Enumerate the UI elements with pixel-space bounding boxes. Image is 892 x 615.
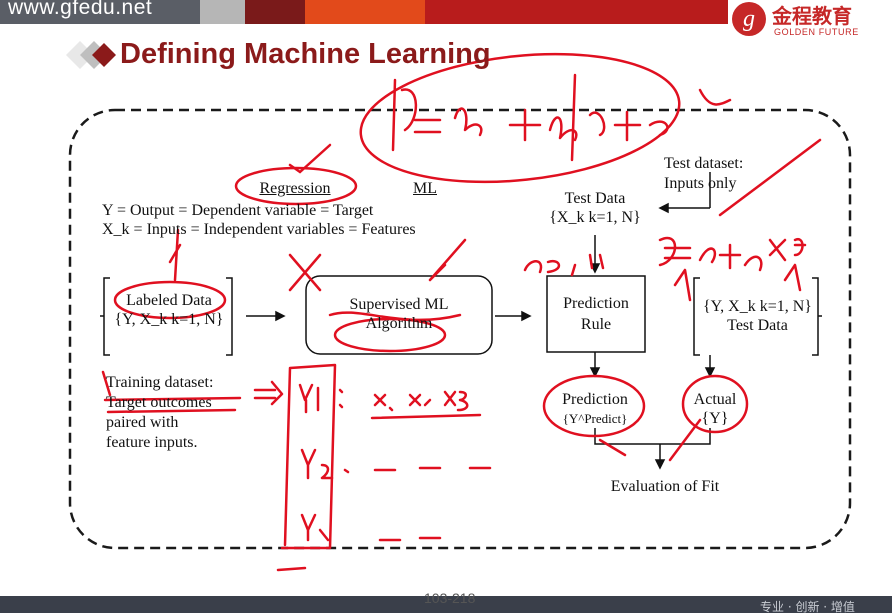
handwritten-annotations [101, 52, 822, 572]
prediction-rule-line1: Prediction [563, 295, 629, 312]
x-definition: X_k = Inputs = Independent variables = F… [102, 221, 416, 238]
banner-segment [0, 0, 200, 24]
y-definition: Y = Output = Dependent variable = Target [102, 202, 374, 219]
site-url: www.gfedu.net [8, 0, 153, 19]
footer-slogan: 专业 · 创新 · 增值 [760, 600, 855, 614]
right-test-data-label: Test Data [727, 317, 788, 334]
right-data-set: {Y, X_k k=1, N} [703, 298, 812, 315]
training-line2: Target outcomes [106, 394, 212, 411]
algorithm-box [305, 275, 493, 355]
banner-segment [200, 0, 245, 24]
logo-icon: g [732, 2, 766, 36]
prediction-rule-box [546, 275, 646, 353]
labeled-data-label: Labeled Data [126, 292, 212, 309]
prediction-set: {Y^Predict} [562, 411, 628, 426]
banner-segment [425, 0, 728, 24]
evaluation-label: Evaluation of Fit [610, 478, 720, 495]
banner-segment [245, 0, 305, 24]
test-data-label: Test Data [564, 190, 626, 207]
logo-english-text: GOLDEN FUTURE [774, 27, 859, 37]
slide-title: Defining Machine Learning [120, 38, 491, 70]
banner-segment [305, 0, 425, 24]
bottom-bar [0, 596, 892, 613]
top-banner: www.gfedu.net [0, 0, 892, 24]
prediction-label: Prediction [562, 391, 628, 408]
algorithm-label-line1: Supervised ML [349, 296, 449, 313]
ml-label: ML [413, 180, 437, 197]
test-dataset-line2: Inputs only [664, 175, 737, 192]
page-number: 103-218 [424, 590, 476, 606]
title-diamond-icon [66, 41, 116, 69]
algorithm-label-line2: Algorithm [365, 315, 433, 332]
prediction-rule-line2: Rule [580, 316, 612, 333]
training-line3: paired with [106, 414, 179, 431]
labeled-data-set: {Y, X_k k=1, N} [114, 311, 224, 328]
test-dataset-line1: Test dataset: [664, 155, 744, 172]
brand-logo: g 金程教育 GOLDEN FUTURE [728, 0, 870, 44]
actual-set: {Y} [701, 410, 729, 427]
regression-label: Regression [259, 180, 331, 197]
training-line4: feature inputs. [106, 434, 198, 451]
test-data-set: {X_k k=1, N} [549, 209, 641, 226]
actual-label: Actual [693, 391, 737, 408]
logo-chinese-text: 金程教育 [772, 4, 852, 28]
training-line1: Training dataset: [106, 374, 214, 391]
